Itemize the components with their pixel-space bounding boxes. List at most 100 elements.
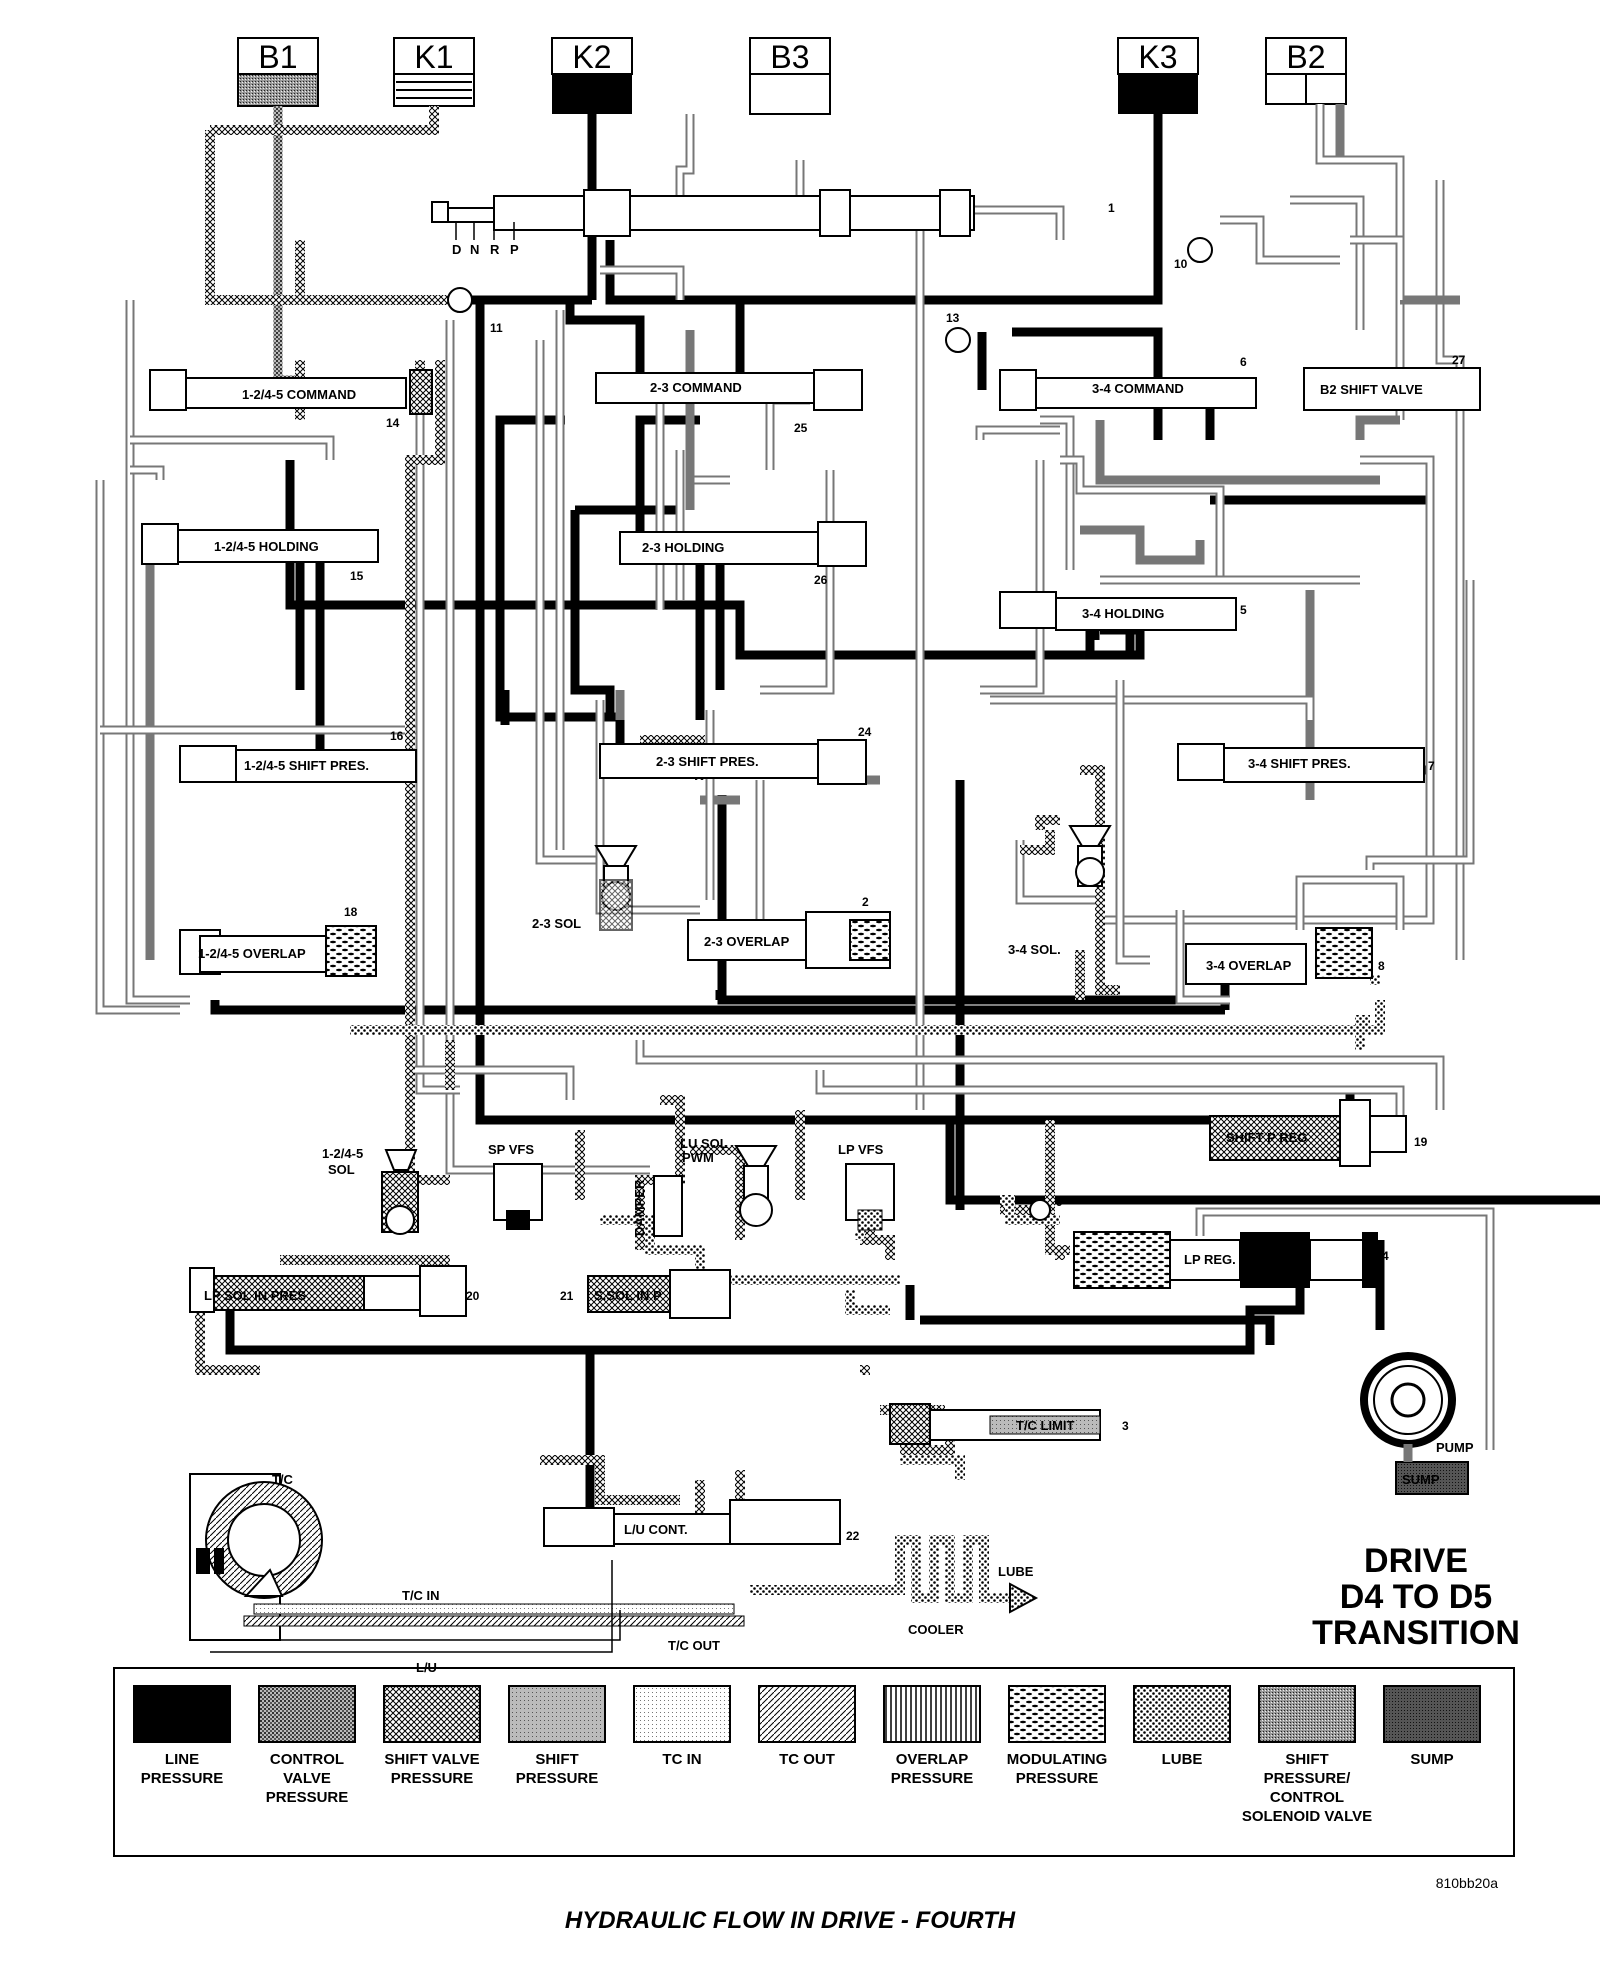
solenoid-label: PWM	[682, 1150, 714, 1165]
valve-label: LP REG.	[1184, 1252, 1236, 1267]
solenoid-label: SOL	[328, 1162, 355, 1177]
valve-label: 3-4 SHIFT PRES.	[1248, 756, 1351, 771]
legend-label: SHIFT	[535, 1751, 578, 1768]
valve-number-5: 5	[1240, 603, 1247, 617]
valve-label: 1-2/4-5 SHIFT PRES.	[244, 758, 369, 773]
legend-label: MODULATING	[1007, 1751, 1108, 1768]
component-label: SUMP	[1402, 1472, 1440, 1487]
legend-swatch	[1258, 1685, 1356, 1743]
valve-number-20: 20	[466, 1289, 480, 1303]
figure-code: 810bb20a	[1436, 1875, 1499, 1891]
valve-number-25: 25	[794, 421, 808, 435]
legend-label: PRESSURE/	[1264, 1770, 1352, 1787]
valve-number-24: 24	[858, 725, 872, 739]
manual-position-n: N	[470, 242, 479, 257]
valve-label: SHIFT P REG	[1226, 1130, 1307, 1145]
clutch-label: K1	[414, 39, 453, 75]
solenoid-label: SP VFS	[488, 1142, 534, 1157]
legend-label: LINE	[165, 1751, 199, 1768]
tc-out-label: T/C OUT	[668, 1638, 720, 1653]
legend-item-tcin: TC IN	[633, 1685, 731, 1768]
component-label: T/C	[272, 1472, 294, 1487]
legend-box	[113, 1667, 1515, 1857]
valve-lu-cont: L/U CONT. 22	[543, 1499, 860, 1547]
legend-label: PRESSURE	[141, 1770, 224, 1787]
valve-number-14: 14	[386, 416, 400, 430]
legend-label: PRESSURE	[1016, 1770, 1099, 1787]
valve-label: LP SOL IN PRES	[204, 1288, 306, 1303]
valve-number-15: 15	[350, 569, 364, 583]
valve-b2-shift: B2 SHIFT VALVE 27	[1303, 353, 1481, 411]
valve-number-2: 2	[862, 895, 869, 909]
valve-number-7: 7	[1428, 759, 1435, 773]
cooler: LUBE COOLER	[750, 1535, 1039, 1637]
title-line-2: D4 TO D5	[1340, 1578, 1492, 1616]
legend-swatch	[1133, 1685, 1231, 1743]
legend-item-line: LINE PRESSURE	[133, 1685, 231, 1787]
legend-item-mod: MODULATING PRESSURE	[1007, 1685, 1108, 1787]
valve-lp-sol-in-pres: LP SOL IN PRES 20	[189, 1265, 480, 1317]
clutch-label: K2	[572, 39, 611, 75]
legend-swatch	[883, 1685, 981, 1743]
valve-34-command: 3-4 COMMAND 6	[999, 355, 1257, 411]
valve-label: T/C LIMIT	[1016, 1418, 1075, 1433]
legend-label: PRESSURE	[266, 1789, 349, 1806]
valve-label: S.SOL IN P	[594, 1288, 662, 1303]
solenoid-label: LU SOL	[680, 1136, 728, 1151]
valve-s-sol-in-p: S.SOL IN P 21	[560, 1269, 731, 1319]
pump: PUMP	[1360, 1352, 1474, 1455]
solenoid-lp-vfs: LP VFS	[838, 1142, 895, 1231]
manual-valve: D N R P 1 10	[431, 189, 1213, 271]
valve-label: B2 SHIFT VALVE	[1320, 382, 1423, 397]
valve-number-6: 6	[1240, 355, 1247, 369]
valve-label: 3-4 COMMAND	[1092, 381, 1184, 396]
shift-valve-pressure-circuits	[195, 106, 1120, 1540]
clutch-b2: B2	[1265, 37, 1347, 105]
legend-swatch	[383, 1685, 481, 1743]
clutch-k2: K2	[551, 37, 633, 114]
valve-1245-overlap: 1-2/4-5 OVERLAP 18	[179, 905, 377, 977]
valve-number-16: 16	[390, 729, 404, 743]
legend-label: OVERLAP	[896, 1751, 969, 1768]
title-line-1: DRIVE	[1364, 1542, 1468, 1580]
solenoid-damper: DAMPER LU SOL PWM	[632, 1136, 728, 1237]
valve-23-shift-pres: 2-3 SHIFT PRES. 24	[599, 725, 872, 785]
legend-label: PRESSURE	[516, 1770, 599, 1787]
valve-tc-limit: T/C LIMIT 3	[889, 1403, 1129, 1445]
solenoid-label: LP VFS	[838, 1142, 884, 1157]
valve-number-3: 3	[1122, 1419, 1129, 1433]
valve-23-holding: 2-3 HOLDING 26	[619, 521, 867, 587]
legend-label: VALVE	[283, 1770, 331, 1787]
legend-swatch	[1008, 1685, 1106, 1743]
legend-label: SHIFT VALVE	[384, 1751, 479, 1768]
legend-label: LUBE	[1162, 1751, 1203, 1768]
solenoid-label: 2-3 SOL	[532, 916, 581, 931]
check-ball-10	[1187, 237, 1213, 263]
valve-label: L/U CONT.	[624, 1522, 688, 1537]
valve-34-overlap: 3-4 OVERLAP 8	[1185, 927, 1385, 985]
solenoid-label: 3-4 SOL.	[1008, 942, 1061, 957]
valve-number-10: 10	[1174, 257, 1188, 271]
valve-1245-command: 1-2/4-5 COMMAND 14	[149, 369, 433, 430]
valve-label: 2-3 HOLDING	[642, 540, 724, 555]
clutch-label: K3	[1138, 39, 1177, 75]
solenoid-lu-pwm	[734, 1145, 778, 1227]
valve-23-command: 2-3 COMMAND 25	[595, 369, 863, 435]
valve-1245-holding: 1-2/4-5 HOLDING 15	[141, 523, 379, 583]
clutch-b1: B1	[237, 37, 319, 107]
legend-item-shift: SHIFT PRESSURE	[508, 1685, 606, 1787]
manual-position-d: D	[452, 242, 461, 257]
component-label: LUBE	[998, 1564, 1034, 1579]
legend-label: TC IN	[662, 1751, 701, 1768]
valve-number-18: 18	[344, 905, 358, 919]
manual-position-p: P	[510, 242, 519, 257]
solenoid-label: DAMPER	[632, 1179, 647, 1236]
title-line-3: TRANSITION	[1312, 1614, 1520, 1652]
legend-swatch	[758, 1685, 856, 1743]
clutch-label: B3	[770, 39, 809, 75]
legend-label: SHIFT	[1285, 1751, 1328, 1768]
